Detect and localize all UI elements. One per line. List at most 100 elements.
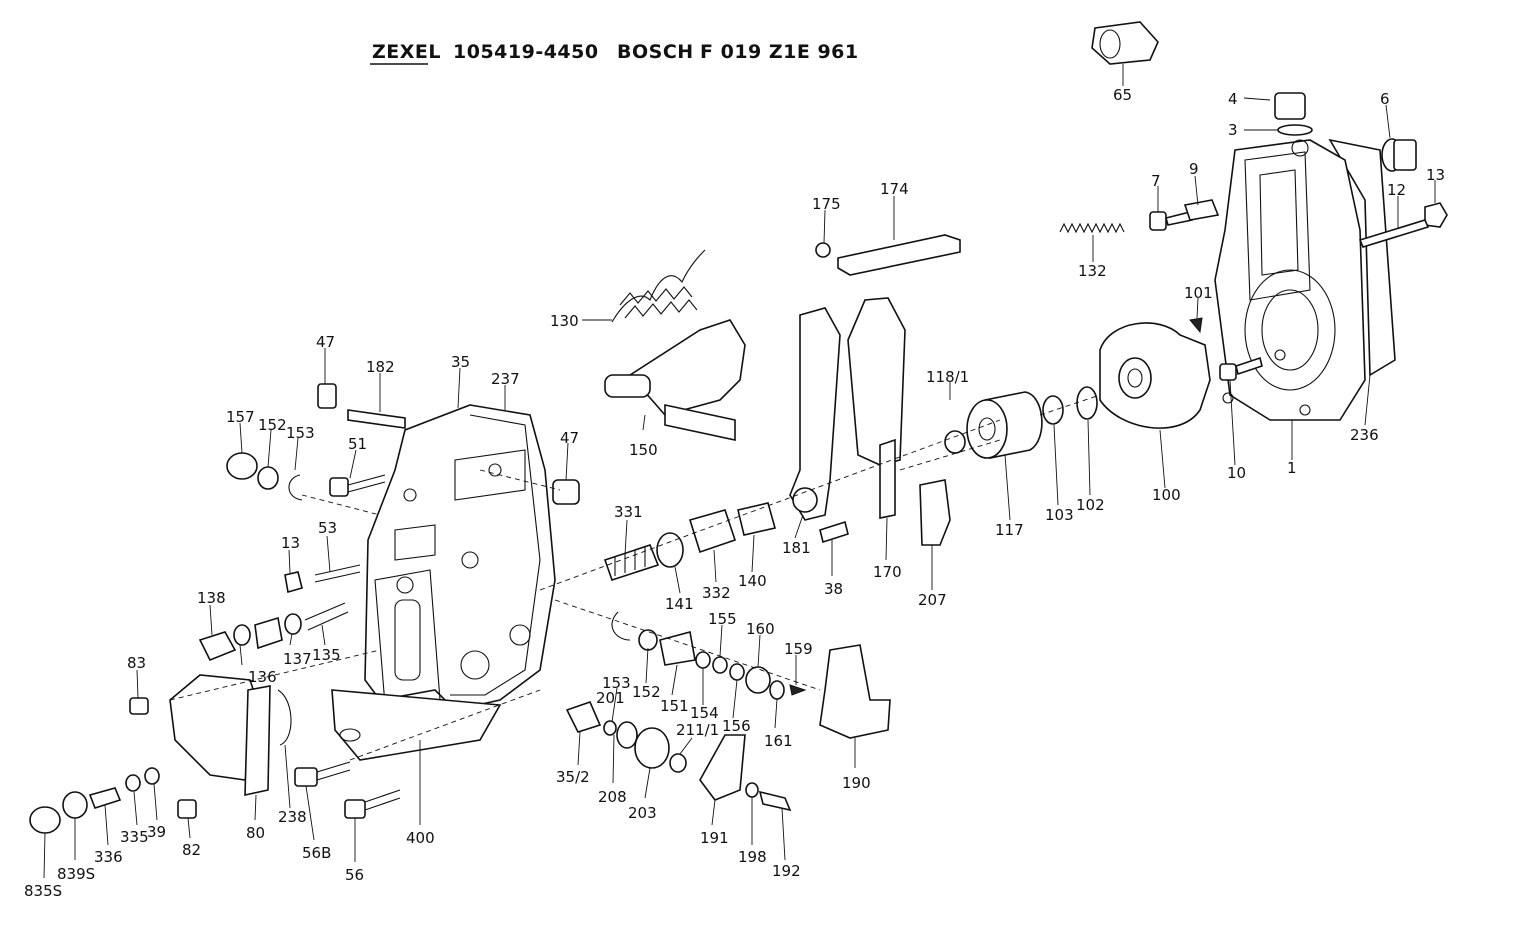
callout-10: 10 bbox=[1227, 464, 1246, 482]
stud-53 bbox=[314, 564, 361, 583]
header-zexel-part-number: 105419-4450 bbox=[453, 41, 599, 63]
bolt-83 bbox=[129, 697, 149, 715]
callout-101: 101 bbox=[1184, 284, 1213, 302]
callout-102: 102 bbox=[1076, 496, 1105, 514]
diagram-header: ZEXEL 105419-4450 BOSCH F 019 Z1E 961 bbox=[370, 41, 859, 65]
callout-190: 190 bbox=[842, 774, 871, 792]
callout-160: 160 bbox=[746, 620, 775, 638]
callout-236: 236 bbox=[1350, 426, 1379, 444]
washer-335 bbox=[125, 774, 141, 792]
spring-130 bbox=[611, 249, 706, 323]
cap-157 bbox=[226, 452, 258, 480]
callout-117: 117 bbox=[995, 521, 1024, 539]
callout-335: 335 bbox=[120, 828, 149, 846]
washer-155 bbox=[712, 656, 728, 674]
callout-161: 161 bbox=[764, 732, 793, 750]
clip-153 bbox=[611, 611, 631, 641]
callout-137: 137 bbox=[283, 650, 312, 668]
bearing-103 bbox=[1042, 395, 1064, 425]
cap-835S bbox=[29, 806, 61, 834]
callout-7: 7 bbox=[1151, 172, 1161, 190]
callout-141: 141 bbox=[665, 595, 694, 613]
nut-13-top bbox=[1424, 202, 1448, 228]
callout-156: 156 bbox=[722, 717, 751, 735]
callout-154: 154 bbox=[690, 704, 719, 722]
header-brand-zexel: ZEXEL bbox=[372, 41, 441, 63]
spring-132 bbox=[1059, 222, 1125, 234]
callout-13-left: 13 bbox=[281, 534, 300, 552]
nut-136 bbox=[254, 616, 283, 650]
nut-141 bbox=[656, 532, 684, 568]
washer-175 bbox=[815, 242, 831, 258]
header-bosch-part-number: F 019 Z1E 961 bbox=[700, 41, 859, 63]
callout-207: 207 bbox=[918, 591, 947, 609]
nut-39 bbox=[144, 767, 160, 785]
pin-101 bbox=[1189, 317, 1203, 334]
callout-331: 331 bbox=[614, 503, 643, 521]
bracket-191 bbox=[699, 734, 746, 801]
pin-159 bbox=[789, 684, 807, 696]
callout-159: 159 bbox=[784, 640, 813, 658]
bolt-12 bbox=[1358, 219, 1430, 248]
nut-839S bbox=[62, 791, 88, 819]
pump-housing bbox=[1214, 138, 1396, 421]
bolt-7 bbox=[1149, 211, 1167, 231]
lever-181 bbox=[789, 307, 841, 521]
bolt-47-left bbox=[317, 383, 337, 409]
callout-13-top: 13 bbox=[1426, 166, 1445, 184]
callout-152-top: 152 bbox=[258, 416, 287, 434]
callout-118-1: 118/1 bbox=[926, 368, 969, 386]
callout-39: 39 bbox=[147, 823, 166, 841]
gasket-236 bbox=[1328, 138, 1396, 377]
plug-6 bbox=[1381, 138, 1417, 172]
callout-191: 191 bbox=[700, 829, 729, 847]
washer-3 bbox=[1277, 124, 1313, 136]
screw-135 bbox=[304, 602, 349, 631]
callout-208: 208 bbox=[598, 788, 627, 806]
plug-47-right bbox=[552, 479, 580, 505]
bolt-51 bbox=[329, 477, 349, 497]
callout-35-2: 35/2 bbox=[556, 768, 590, 786]
callout-47-top: 47 bbox=[316, 333, 335, 351]
screw-336 bbox=[88, 787, 122, 809]
housing-190 bbox=[819, 644, 891, 739]
nut-332 bbox=[688, 509, 737, 554]
callout-170: 170 bbox=[873, 563, 902, 581]
callout-132: 132 bbox=[1078, 262, 1107, 280]
nut-65 bbox=[1091, 21, 1159, 65]
oring-238 bbox=[277, 689, 292, 746]
callout-153-top: 153 bbox=[286, 424, 315, 442]
bolt-56B bbox=[294, 767, 318, 787]
bolt-10 bbox=[1219, 363, 1237, 381]
callout-leaders bbox=[43, 64, 1436, 879]
callout-153-mid: 153 bbox=[602, 674, 631, 692]
assembly-guide-lines bbox=[169, 394, 1101, 761]
nut-13-left bbox=[284, 571, 303, 594]
callout-211-1: 211/1 bbox=[676, 721, 719, 739]
bracket-9 bbox=[1183, 199, 1220, 221]
washer-156 bbox=[729, 663, 745, 681]
callout-138: 138 bbox=[197, 589, 226, 607]
flyweight-assembly-100 bbox=[1099, 322, 1211, 429]
callout-4: 4 bbox=[1228, 90, 1238, 108]
ring-102 bbox=[1076, 386, 1098, 420]
callout-181: 181 bbox=[782, 539, 811, 557]
lever-150 bbox=[604, 319, 746, 441]
callout-835S: 835S bbox=[24, 882, 62, 900]
callout-150: 150 bbox=[629, 441, 658, 459]
callout-192: 192 bbox=[772, 862, 801, 880]
callout-839S: 839S bbox=[57, 865, 95, 883]
oring-152-left bbox=[257, 466, 279, 490]
oring-208 bbox=[616, 721, 638, 749]
washer-small bbox=[944, 430, 966, 454]
callout-151: 151 bbox=[660, 697, 689, 715]
cap-138 bbox=[198, 631, 237, 662]
screw-192 bbox=[758, 790, 792, 812]
lever-174 bbox=[837, 234, 961, 276]
callout-135: 135 bbox=[312, 646, 341, 664]
header-brand-bosch: BOSCH bbox=[617, 41, 694, 63]
spring-331 bbox=[603, 544, 660, 582]
callout-12: 12 bbox=[1387, 181, 1406, 199]
